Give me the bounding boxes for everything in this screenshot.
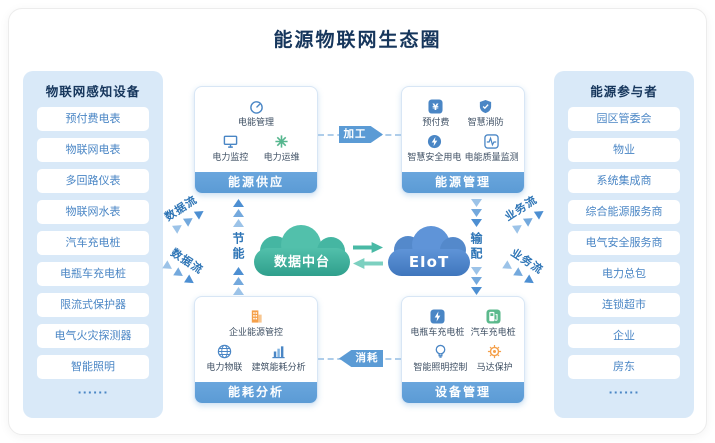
save-energy-label: 节能 <box>231 232 245 262</box>
feature-label: 建筑能耗分析 <box>251 363 306 374</box>
feature-label: 电瓶车充电桩 <box>410 327 465 338</box>
device-pill: 电瓶车充电桩 <box>37 262 149 286</box>
energy-participants-panel-title: 能源参与者 <box>590 84 658 99</box>
power-globe-icon <box>217 345 232 359</box>
participant-pill: 连锁超市 <box>568 293 680 317</box>
process-arrow: 加工 <box>339 126 383 143</box>
energy-bars-icon <box>272 346 285 359</box>
box-energy-supply: 电能管理 电力监控 电力运维 能源供应 <box>194 86 318 194</box>
device-pill: 预付费电表 <box>37 107 149 131</box>
feature-power-energy-mgmt: 电能管理 <box>197 99 315 128</box>
box-title-energy-supply: 能源供应 <box>195 172 317 193</box>
prepaid-yuan-icon: ¥ <box>428 99 443 114</box>
exchange-arrow-right-icon <box>353 242 383 253</box>
motor-gear-icon <box>488 345 502 359</box>
monitor-icon <box>223 135 238 149</box>
participant-pill: 企业 <box>568 324 680 348</box>
feature-smart-fire: 智慧消防 <box>468 99 504 128</box>
safe-power-icon <box>427 135 441 149</box>
device-pill: 多回路仪表 <box>37 169 149 193</box>
box-energy-analysis: 企业能源管控 电力物联 建筑能耗分析 能耗分析 <box>194 296 318 404</box>
power-quality-icon <box>484 134 499 150</box>
device-pill: 电气火灾探测器 <box>37 324 149 348</box>
feature-ebike-charger: 电瓶车充电桩 <box>410 309 464 338</box>
feature-label: 预付费 <box>422 117 450 128</box>
ecosystem-card: 能源物联网生态圈 物联网感知设备 预付费电表 物联网电表 多回路仪表 物联网水表… <box>8 8 707 435</box>
iot-devices-panel-title: 物联网感知设备 <box>45 84 141 99</box>
business-flow-bottom: 业务流 <box>490 237 557 294</box>
feature-enterprise-energy: 企业能源管控 <box>197 309 315 338</box>
feature-label: 企业能源管控 <box>228 327 283 338</box>
device-pill: 物联网水表 <box>37 200 149 224</box>
cloud-base <box>388 249 470 276</box>
feature-label: 汽车充电桩 <box>470 327 516 338</box>
feature-motor-protection: 马达保护 <box>477 344 513 373</box>
cloud-base <box>254 248 350 276</box>
box-title-energy-management: 能源管理 <box>402 172 524 193</box>
consume-arrow: 消耗 <box>339 350 383 367</box>
box-energy-management: ¥ 预付费 智慧消防 智慧安全用电 电能质量监测 能源管理 <box>401 86 525 194</box>
energy-participants-panel: 能源参与者 园区管委会 物业 系统集成商 综合能源服务商 电气安全服务商 电力总… <box>554 71 694 418</box>
device-pill: 限流式保护器 <box>37 293 149 317</box>
feature-label: 电能管理 <box>237 117 274 128</box>
iot-devices-panel: 物联网感知设备 预付费电表 物联网电表 多回路仪表 物联网水表 汽车充电桩 电瓶… <box>23 71 163 418</box>
up-chevrons-icon <box>233 267 244 295</box>
up-chevrons-icon <box>233 199 244 227</box>
participant-pill: 物业 <box>568 138 680 162</box>
feature-label: 电力监控 <box>212 153 249 164</box>
gauge-icon <box>249 100 263 114</box>
participant-pill: 房东 <box>568 355 680 379</box>
ebike-charger-icon <box>430 309 445 324</box>
feature-label: 智慧安全用电 <box>407 153 462 164</box>
eiot-label: EIoT <box>408 253 450 271</box>
down-chevrons-icon <box>471 199 482 227</box>
feature-prepaid: ¥ 预付费 <box>422 99 449 128</box>
feature-power-monitoring: 电力监控 <box>212 134 248 163</box>
feature-power-quality: 电能质量监测 <box>465 134 519 163</box>
feature-power-ops: 电力运维 <box>264 134 300 163</box>
feature-safe-power-use: 智慧安全用电 <box>407 134 461 163</box>
enterprise-building-icon <box>251 310 262 323</box>
feature-car-charger: 汽车充电桩 <box>471 309 516 338</box>
feature-power-iot: 电力物联 <box>206 344 242 373</box>
svg-text:¥: ¥ <box>433 103 440 113</box>
ellipsis-item: ······ <box>608 386 640 399</box>
box-title-device-management: 设备管理 <box>402 382 524 403</box>
feature-building-energy: 建筑能耗分析 <box>252 344 306 373</box>
page-title: 能源物联网生态圈 <box>273 29 442 51</box>
box-title-energy-analysis: 能耗分析 <box>195 382 317 403</box>
box-device-management: 电瓶车充电桩 汽车充电桩 智能照明控制 马达保护 设备管理 <box>401 296 525 404</box>
ellipsis-item: ······ <box>77 386 109 399</box>
car-charger-icon <box>486 309 501 324</box>
ops-asterisk-icon <box>275 135 288 148</box>
participant-pill: 系统集成商 <box>568 169 680 193</box>
fire-shield-icon <box>480 99 492 113</box>
feature-label: 电力物联 <box>206 363 243 374</box>
participant-pill: 电力总包 <box>568 262 680 286</box>
exchange-arrow-left-icon <box>353 258 383 269</box>
feature-label: 马达保护 <box>476 363 513 374</box>
feature-label: 智能照明控制 <box>413 363 468 374</box>
feature-smart-lighting: 智能照明控制 <box>413 344 467 373</box>
down-chevrons-icon <box>471 267 482 295</box>
eiot-cloud: EIoT <box>388 226 470 276</box>
feature-label: 电能质量监测 <box>464 153 519 164</box>
feature-label: 智慧消防 <box>467 117 504 128</box>
participant-pill: 电气安全服务商 <box>568 231 680 255</box>
data-platform-cloud: 数据中台 <box>254 224 350 276</box>
participant-pill: 综合能源服务商 <box>568 200 680 224</box>
feature-label: 电力运维 <box>263 153 300 164</box>
data-platform-label: 数据中台 <box>273 255 330 270</box>
device-pill: 智能照明 <box>37 355 149 379</box>
device-pill: 汽车充电桩 <box>37 231 149 255</box>
participant-pill: 园区管委会 <box>568 107 680 131</box>
smart-light-icon <box>435 345 446 359</box>
transmit-label: 输配 <box>469 232 483 262</box>
device-pill: 物联网电表 <box>37 138 149 162</box>
